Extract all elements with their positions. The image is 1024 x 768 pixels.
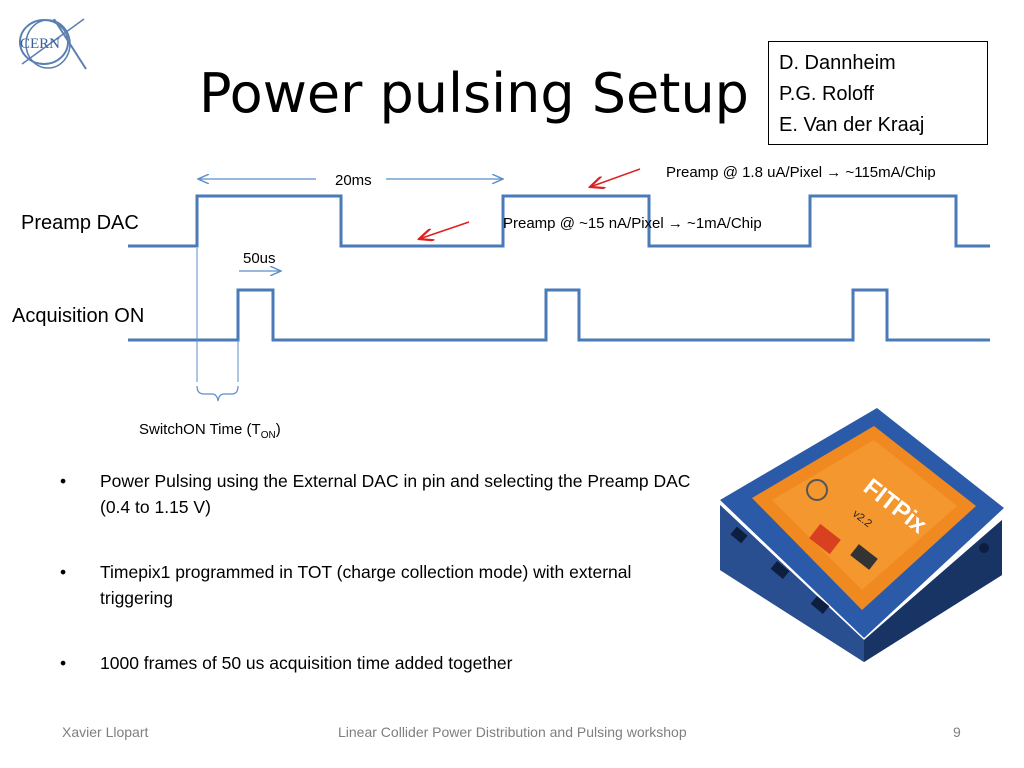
timing-diagram: Preamp DAC Acquisition ON 20ms 50us Swit… xyxy=(12,164,990,441)
annotation-low-arrow xyxy=(419,221,470,239)
switchon-label: SwitchON Time (TON) xyxy=(139,421,281,441)
bullet-dot: • xyxy=(60,562,67,582)
annotation-low: Preamp @ ~15 nA/Pixel → ~1mA/Chip xyxy=(503,215,762,232)
pulse-label: 50us xyxy=(243,250,276,267)
annotation-high-arrow xyxy=(590,168,641,187)
acquisition-on-waveform xyxy=(128,288,990,342)
bullet-item: • Timepix1 programmed in TOT (charge coll… xyxy=(60,559,700,611)
author-3: E. Van der Kraaj xyxy=(779,114,925,136)
footer-author: Xavier Llopart xyxy=(62,724,149,740)
period-label: 20ms xyxy=(335,172,372,189)
bullet-list: • Power Pulsing using the External DAC in… xyxy=(60,468,700,715)
author-1: D. Dannheim xyxy=(779,52,896,74)
bullet-dot: • xyxy=(60,653,67,673)
bullet-item: • 1000 frames of 50 us acquisition time a… xyxy=(60,650,700,676)
acquisition-on-label: Acquisition ON xyxy=(12,305,144,327)
bullet-text: 1000 frames of 50 us acquisition time ad… xyxy=(100,653,513,673)
annotation-high: Preamp @ 1.8 uA/Pixel → ~115mA/Chip xyxy=(666,164,936,181)
preamp-dac-waveform xyxy=(128,194,990,248)
cern-logo-text: CERN xyxy=(20,36,60,52)
fitpix-device-image: FITPix v2.2 xyxy=(720,408,1004,662)
bullet-dot: • xyxy=(60,471,67,491)
preamp-dac-label: Preamp DAC xyxy=(21,212,139,234)
page-number: 9 xyxy=(953,724,961,740)
cern-logo: CERN xyxy=(19,18,87,70)
slide-title: Power pulsing Setup xyxy=(199,62,749,125)
authors-box: D. Dannheim P.G. Roloff E. Van der Kraaj xyxy=(768,41,988,145)
footer-event: Linear Collider Power Distribution and P… xyxy=(338,724,687,740)
switchon-brace xyxy=(196,385,239,402)
bullet-text: Timepix1 programmed in TOT (charge colle… xyxy=(100,562,632,608)
bullet-item: • Power Pulsing using the External DAC in… xyxy=(60,468,700,520)
bullet-text: Power Pulsing using the External DAC in … xyxy=(100,471,691,517)
author-2: P.G. Roloff xyxy=(779,83,874,105)
